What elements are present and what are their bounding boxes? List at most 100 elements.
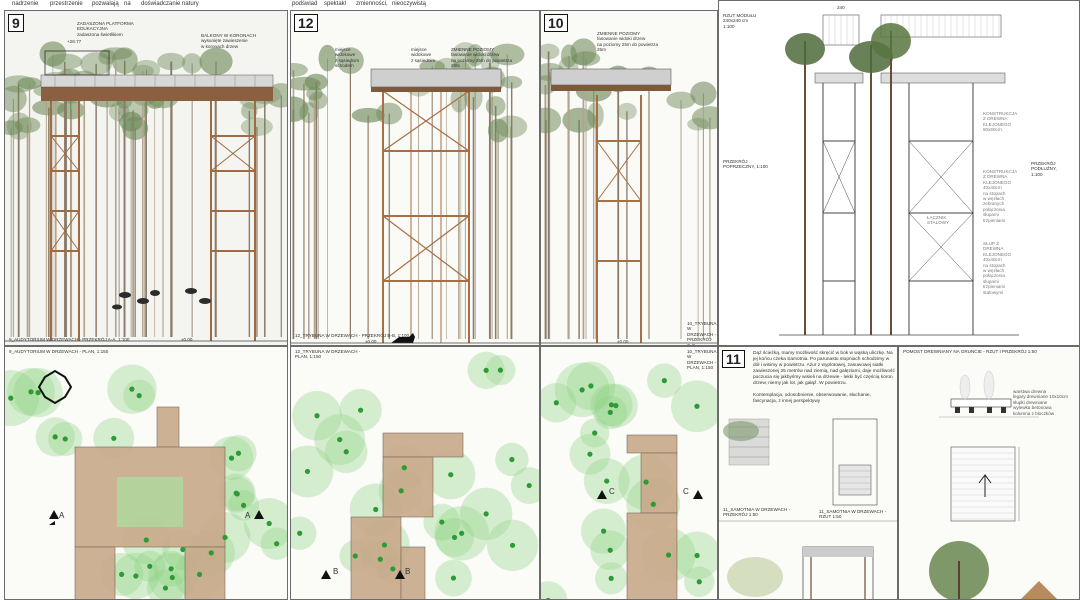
plan-drawing-10 bbox=[541, 361, 717, 599]
drawing-caption: 9_AUDYTORIUM W DRZEWACH - PLAN, 1:150 bbox=[9, 349, 109, 354]
plan-drawing-12 bbox=[291, 351, 539, 599]
tree-trunk-dot bbox=[136, 393, 142, 399]
tree-canopy bbox=[243, 498, 287, 549]
section-marker-left bbox=[49, 510, 59, 519]
drawing-caption: 10_TRYBUNA W DRZEWACH - PLAN, 1:150 bbox=[687, 349, 717, 371]
horse-silhouette bbox=[391, 333, 415, 343]
tree-trunk-dot bbox=[439, 519, 445, 525]
tree-trunk-dot bbox=[168, 566, 174, 572]
header-word: na bbox=[124, 1, 131, 7]
elevation-base: ±0.00 bbox=[365, 339, 377, 344]
section-drawing-9 bbox=[5, 11, 287, 345]
tree-trunk-dot bbox=[52, 434, 58, 440]
horses bbox=[112, 288, 211, 310]
section-marker-left bbox=[597, 490, 607, 499]
tree-crown bbox=[562, 107, 596, 133]
tree-crown bbox=[487, 118, 509, 143]
section-panel-9: 9 ZADASZONA PLATFORMA EDUKACYJ bbox=[4, 10, 288, 346]
section-panel-10: 10 ZMIENNE POZIOMY fasowanie widoki drze… bbox=[540, 10, 718, 346]
timber-tower-right bbox=[210, 101, 256, 341]
tree-crown bbox=[199, 47, 233, 76]
tree-trunk-dot bbox=[169, 574, 175, 581]
tree-trunk-dot bbox=[448, 472, 454, 478]
drawing-caption: 12_TRYBUNA W DRZEWACH - PLAN, 1:150 bbox=[295, 349, 361, 360]
deck-plan bbox=[626, 434, 678, 599]
construction-note: KONSTRUKCJA Z DREWNA KLEJONEGO 40x40cm n… bbox=[983, 169, 1018, 223]
tree-canopy bbox=[260, 527, 287, 560]
tree-crown bbox=[157, 52, 186, 71]
tree-trunk-dot bbox=[8, 395, 14, 401]
tree-trunk-dot bbox=[592, 430, 598, 436]
module-label: RZUT MODUŁU 240x240 cm 1:100 bbox=[723, 13, 757, 29]
tree-trunk-dot bbox=[694, 403, 700, 409]
tree-trunks bbox=[545, 378, 702, 599]
ground-deck-panel: POMOST DREWNIANY NA GRUNCIE - RZUT I PRZ… bbox=[898, 346, 1080, 600]
drawing-number: 11 bbox=[722, 350, 745, 368]
section-panel-12: 12 miejsce widokowe z sąsiednim schodem … bbox=[290, 10, 540, 346]
tree-trunk-dot bbox=[696, 579, 702, 585]
header-word: nadrzenie bbox=[12, 1, 39, 7]
section-marker-label: A bbox=[245, 511, 251, 520]
section-drawing-10 bbox=[541, 11, 717, 345]
forest-trees bbox=[541, 38, 717, 339]
drawing-caption: 10_TRYBUNA W DRZEWACH - PRZEKRÓJ C-C, 1:… bbox=[687, 321, 717, 346]
tree-canopy bbox=[671, 380, 717, 433]
tree-canopy bbox=[5, 370, 39, 427]
tree-trunk-dot bbox=[608, 575, 614, 581]
tree-crown bbox=[485, 96, 506, 116]
tree-trunk-dot bbox=[607, 409, 613, 415]
samotnia-plan bbox=[832, 418, 878, 506]
tree-trunk-dot bbox=[604, 478, 610, 484]
annotation-balcony: BALKONY W KORONACH wysunięte zawieszenie… bbox=[201, 33, 257, 49]
tree-crown bbox=[687, 117, 710, 131]
tree-trunk-dot bbox=[588, 383, 594, 389]
legend-text: warstwa drewna legary drewniane 10x10cm … bbox=[1013, 389, 1068, 416]
header-word: pozwalają bbox=[92, 1, 119, 7]
tree-crown bbox=[480, 50, 500, 75]
samotnia-drawing bbox=[719, 418, 897, 599]
tree-trunk-dot bbox=[297, 530, 303, 536]
drawing-caption: POMOST DREWNIANY NA GRUNCIE - RZUT I PRZ… bbox=[903, 349, 1037, 354]
construction-drawing bbox=[719, 1, 1079, 345]
plan-panel-12: 12_TRYBUNA W DRZEWACH - PLAN, 1:150 B B bbox=[290, 346, 540, 600]
drawing-caption: 12_TRYBUNA W DRZEWACH - PRZEKRÓJ B-B, 1:… bbox=[295, 333, 410, 338]
tree-trunk-dot bbox=[545, 597, 551, 599]
drawing-number: 9 bbox=[8, 14, 24, 32]
tree-crown bbox=[466, 44, 484, 67]
tree-trunks bbox=[8, 386, 280, 591]
tree-trunk-dot bbox=[665, 552, 672, 558]
tree-crown bbox=[119, 111, 143, 132]
tree-trunk-dot bbox=[352, 553, 358, 559]
cross-section-label: PRZEKRÓJ POPRZECZNY, 1:100 bbox=[723, 159, 768, 170]
annotation-viewpoint: miejsce widokowe z sąsiednim schodem bbox=[335, 47, 360, 69]
tree-trunk-dot bbox=[650, 501, 656, 507]
drawing-caption: 11_SAMOTNIA W DRZEWACH - RZUT 1:50 bbox=[819, 509, 887, 520]
tree-crown bbox=[336, 47, 364, 74]
tree-trunk-dot bbox=[196, 571, 203, 578]
elevation-top: +28.77 bbox=[67, 39, 82, 44]
tree-trunk-dot bbox=[62, 436, 68, 442]
header-word: przestrzenie bbox=[50, 1, 83, 7]
drawing-number: 10 bbox=[544, 14, 568, 32]
tree-crown bbox=[99, 47, 133, 60]
tree-crown bbox=[80, 52, 113, 76]
tree-trunk-dot bbox=[450, 575, 457, 581]
section-marker-right bbox=[693, 490, 703, 499]
roof-canopy bbox=[44, 50, 110, 76]
tree-trunk-dot bbox=[274, 541, 280, 547]
tree-canopy bbox=[510, 467, 539, 504]
samotnia-panel-11: 11 Dąż ścieżką, mamy możliwość skręcić w… bbox=[718, 346, 898, 600]
tree-crown bbox=[291, 63, 308, 77]
tree-trunk-dot bbox=[643, 479, 649, 485]
tree-trunk-dot bbox=[381, 542, 388, 548]
tree-crown bbox=[318, 44, 337, 72]
tree-crown bbox=[450, 87, 468, 113]
tree-crown bbox=[17, 77, 42, 90]
section-marker-right bbox=[254, 510, 264, 519]
tree-trunk-dot bbox=[608, 402, 615, 408]
tree-trunk-dot bbox=[28, 389, 34, 395]
deck-section bbox=[950, 398, 1012, 408]
tree-trunk-dot bbox=[228, 455, 235, 461]
tree-crown bbox=[182, 53, 203, 74]
construction-note: SŁUP Z DREWNA KLEJONEGO 40x40cm na stopa… bbox=[983, 241, 1012, 295]
